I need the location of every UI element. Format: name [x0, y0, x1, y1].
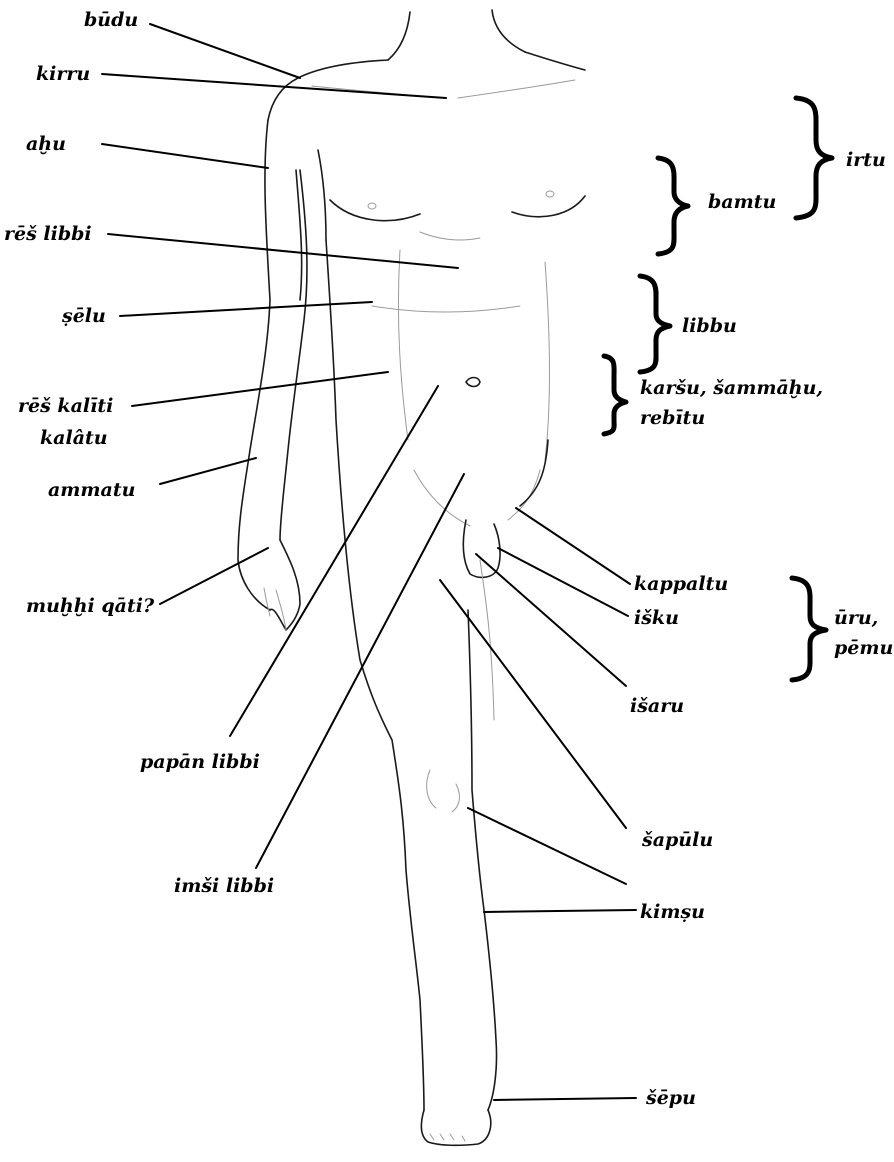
label-selu: ṣēlu	[61, 305, 106, 327]
neck-right-outline	[492, 10, 525, 52]
torso-left-flank	[398, 250, 408, 440]
leader-isaru	[476, 554, 626, 686]
label-irtu: irtu	[846, 149, 886, 171]
leader-papan-libbi	[230, 386, 438, 736]
leader-budu	[150, 24, 300, 78]
left-arm-outer	[238, 120, 270, 610]
leader-selu	[120, 302, 372, 316]
label-bamtu: bamtu	[708, 191, 776, 213]
chest-curve-left	[330, 200, 420, 221]
leader-imsi-libbi	[256, 474, 464, 868]
torso-right-flank	[545, 262, 550, 460]
label-kirru: kirru	[36, 63, 90, 85]
leader-res-libbi	[108, 234, 458, 268]
left-arm-inner	[280, 170, 307, 540]
brace-bamtu	[658, 158, 688, 254]
leader-sepu	[494, 1098, 636, 1100]
brace-irtu	[796, 98, 832, 218]
label-kalatu: kalâtu	[40, 427, 108, 449]
label-karsu-line2: rebītu	[640, 407, 705, 429]
label-sapulu: šapūlu	[641, 829, 713, 851]
kneecap	[427, 770, 460, 812]
neck-left-outline	[388, 12, 410, 60]
leader-res-kaliti	[132, 372, 388, 406]
label-budu: būdu	[84, 9, 138, 31]
abdomen-line-1	[372, 306, 520, 312]
leader-isku	[498, 548, 628, 616]
collarbone-right	[458, 80, 575, 98]
label-uru-line1: ūru,	[834, 607, 878, 629]
label-isaru: išaru	[630, 695, 684, 717]
right-shoulder-outline	[525, 52, 585, 70]
label-kappaltu: kappaltu	[634, 573, 728, 595]
navel	[466, 378, 480, 387]
label-libbu: libbu	[682, 315, 737, 337]
label-imsi-libbi: imši libbi	[174, 875, 274, 897]
left-hand	[270, 540, 300, 630]
label-res-libbi: rēš libbi	[4, 223, 92, 245]
body-figure	[238, 10, 585, 1145]
leader-sapulu	[440, 580, 626, 828]
label-uru-line2: pēmu	[834, 637, 893, 659]
leg-outer	[468, 610, 497, 1110]
brace-uru	[792, 578, 826, 680]
foot-outline	[421, 1110, 490, 1145]
thigh-center-line	[480, 560, 494, 720]
labels: būdu kirru aḫu rēš libbi ṣēlu rēš kalīti…	[4, 9, 893, 1109]
leader-ammatu	[160, 458, 256, 484]
upper-arm-line	[318, 150, 326, 240]
leader-kimsu-upper	[468, 808, 626, 884]
label-ahu: aḫu	[26, 133, 66, 155]
leader-kirru	[102, 74, 446, 98]
label-muhhi-qati: muḫḫi qāti?	[26, 595, 155, 617]
nipple-right	[546, 191, 554, 197]
leader-ahu	[102, 144, 268, 168]
label-kimsu: kimṣu	[640, 901, 705, 923]
hip-right	[520, 440, 548, 506]
leader-kappaltu	[516, 508, 630, 584]
brace-libbu	[640, 276, 670, 372]
leg-inner-long	[326, 240, 424, 1110]
chest-curve-right	[512, 196, 585, 217]
label-res-kaliti: rēš kalīti	[18, 395, 113, 417]
label-papan-libbi: papān libbi	[140, 751, 260, 773]
leader-muhhi-qati	[160, 548, 268, 604]
torso-left-side	[296, 170, 302, 300]
leader-kimsu-lower	[484, 910, 636, 912]
toes	[430, 1134, 465, 1141]
label-karsu-line1: karšu, šammāḫu,	[640, 377, 823, 399]
brace-karsu	[604, 356, 626, 434]
label-ammatu: ammatu	[48, 479, 135, 501]
abdomen-line-2	[420, 232, 480, 240]
leader-lines	[102, 24, 636, 1100]
label-isku: išku	[634, 607, 679, 629]
nipple-left	[368, 203, 376, 209]
label-sepu: šēpu	[645, 1087, 696, 1109]
